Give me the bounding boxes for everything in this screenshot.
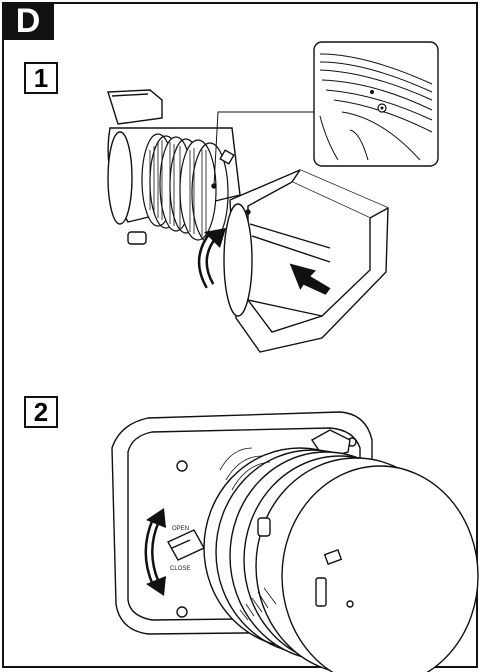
close-label: CLOSE (170, 566, 190, 572)
step-number-2: 2 (24, 396, 58, 428)
section-label: D (2, 2, 54, 40)
lens-hood (223, 169, 389, 353)
detail-inset (313, 41, 439, 167)
step-number-1: 1 (24, 62, 58, 94)
open-label: OPEN (172, 526, 189, 532)
cap-lever (167, 529, 205, 561)
push-arrow (286, 260, 334, 298)
